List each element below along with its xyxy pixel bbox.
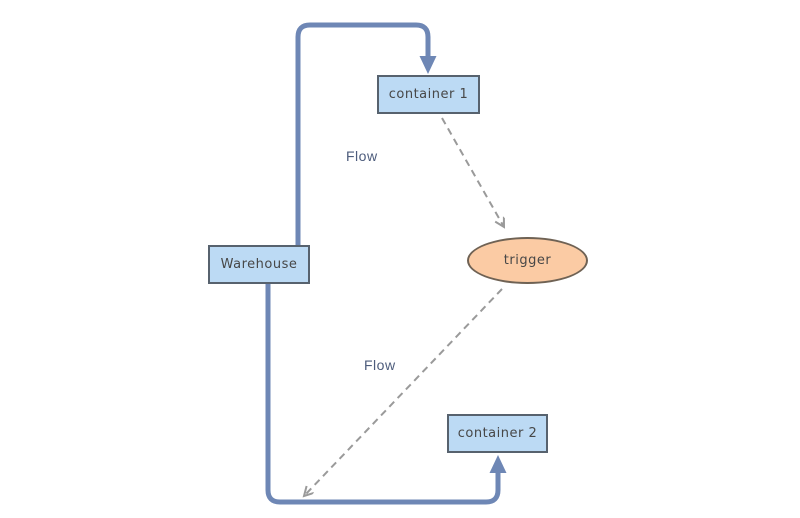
node-warehouse-label: Warehouse bbox=[220, 257, 298, 272]
node-container-2-label: container 2 bbox=[457, 426, 538, 441]
node-container-1-label: container 1 bbox=[388, 87, 469, 102]
edge-warehouse-to-container2 bbox=[265, 283, 501, 505]
arrowhead-into-container2 bbox=[489, 455, 507, 473]
edge-trigger-to-bottom-dashed bbox=[304, 288, 503, 496]
flow-label-top: Flow bbox=[346, 148, 378, 164]
node-container-2: container 2 bbox=[447, 414, 548, 453]
edge-warehouse-to-container1 bbox=[295, 22, 431, 246]
flow-label-bottom: Flow bbox=[364, 357, 396, 373]
node-trigger: trigger bbox=[467, 237, 588, 284]
node-warehouse: Warehouse bbox=[208, 245, 310, 284]
node-container-1: container 1 bbox=[377, 75, 480, 114]
node-trigger-label: trigger bbox=[503, 253, 552, 268]
arrowhead-into-container1 bbox=[419, 56, 437, 74]
edge-container1-to-trigger-dashed bbox=[441, 117, 504, 227]
